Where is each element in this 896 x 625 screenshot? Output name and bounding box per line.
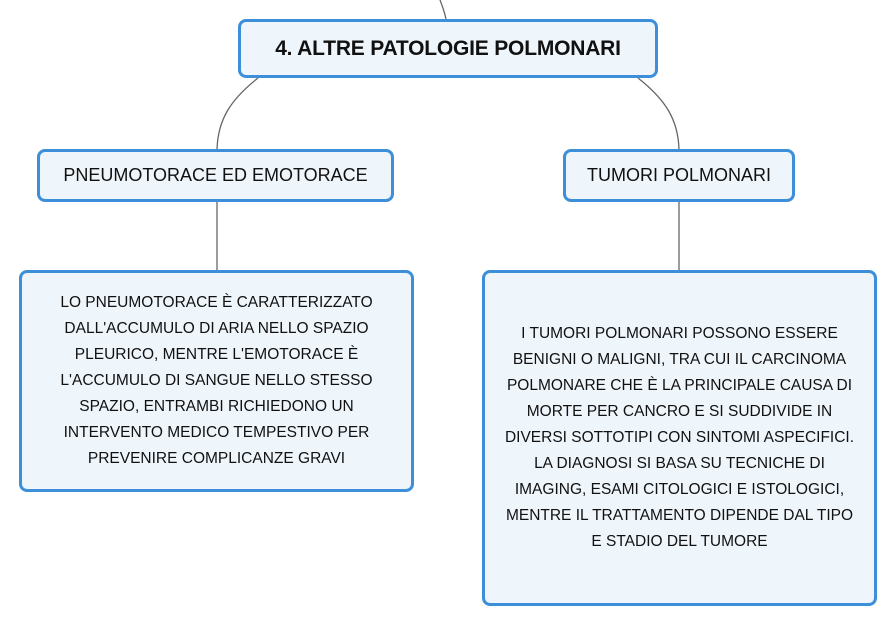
note-tumori-text: I TUMORI POLMONARI POSSONO ESSERE BENIGN… [504,325,855,550]
note-pneumotorace-text: LO PNEUMOTORACE È CARATTERIZZATO DALL'AC… [60,294,373,467]
connector-parent-to-root [439,0,447,20]
note-tumori[interactable]: I TUMORI POLMONARI POSSONO ESSERE BENIGN… [482,270,877,606]
topic-tumori[interactable]: TUMORI POLMONARI [563,149,795,202]
note-pneumotorace[interactable]: LO PNEUMOTORACE È CARATTERIZZATO DALL'AC… [19,270,414,492]
topic-tumori-title: TUMORI POLMONARI [586,165,771,185]
root-topic[interactable]: 4. ALTRE PATOLOGIE POLMONARI [238,19,658,78]
root-topic-title: 4. ALTRE PATOLOGIE POLMONARI [275,36,621,60]
topic-pneumotorace-title: PNEUMOTORACE ED EMOTORACE [63,165,368,185]
topic-pneumotorace[interactable]: PNEUMOTORACE ED EMOTORACE [37,149,394,202]
connector-root-to-right [637,77,680,150]
connector-root-to-left [216,77,259,150]
